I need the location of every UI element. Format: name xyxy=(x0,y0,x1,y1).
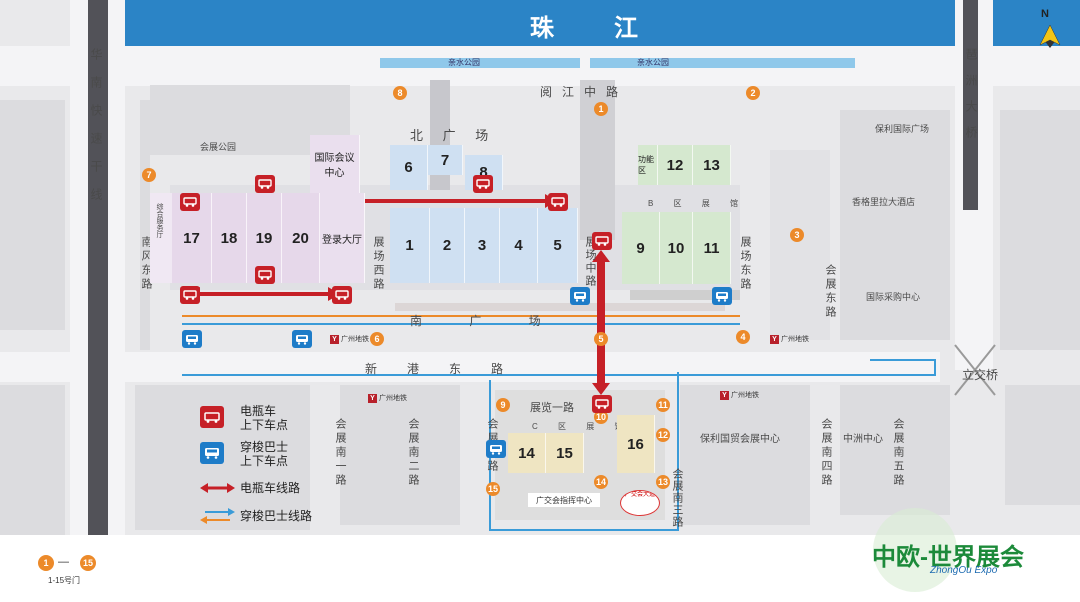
ev-stop-icon[interactable] xyxy=(255,175,275,193)
bus-stop-icon[interactable] xyxy=(182,330,202,348)
brand-logo-sub: ZhongOu Expo xyxy=(930,565,998,576)
legend-gate-from: 1 xyxy=(38,555,54,571)
b-zone-label: B 区 展 馆 xyxy=(648,199,748,208)
road-nanfeng: 南风东路 xyxy=(140,236,152,292)
canton-fair-badge: 广交会大道 xyxy=(620,490,660,516)
gate-11[interactable]: 11 xyxy=(656,398,670,412)
hall-1[interactable]: 1 xyxy=(390,208,430,283)
hall-20[interactable]: 20 xyxy=(282,193,320,283)
hall-9[interactable]: 9 xyxy=(622,212,660,284)
gate-2[interactable]: 2 xyxy=(746,86,760,100)
road-huizhan-east: 会展东路 xyxy=(824,264,836,320)
hall-14[interactable]: 14 xyxy=(508,433,546,473)
north-plaza: 北 广 场 xyxy=(410,128,497,143)
road-yuejiang: 阅江中路 xyxy=(540,85,629,99)
gate-6[interactable]: 6 xyxy=(370,332,384,346)
road-zhanchang-west: 展场西路 xyxy=(372,236,384,292)
road-huizhan-south3: 会展南三路 xyxy=(671,468,683,528)
hall-7[interactable]: 7 xyxy=(428,145,463,175)
c-zone-label: C 区 展 馆 xyxy=(532,422,632,431)
service-hall: 综合服务厅 xyxy=(150,193,172,283)
ev-stop-icon[interactable] xyxy=(548,193,568,211)
ev-stop-icon[interactable] xyxy=(592,395,612,413)
hall-10[interactable]: 10 xyxy=(660,212,693,284)
legend-bus-line-text: 穿梭巴士线路 xyxy=(240,509,313,523)
road-huizhan-south4: 会展南四路 xyxy=(820,418,832,488)
command-center: 广交会指挥中心 xyxy=(528,493,600,507)
road-huizhan-south2: 会展南二路 xyxy=(407,418,419,488)
ev-stop-icon[interactable] xyxy=(180,286,200,304)
road-xingang: 新港东路 xyxy=(365,362,534,376)
shangri-la-hotel: 香格里拉大酒店 xyxy=(852,197,916,207)
legend-ev-stop-text: 电瓶车 上下车点 xyxy=(240,404,289,432)
hall-2[interactable]: 2 xyxy=(430,208,465,283)
south-plaza: 南 广 场 xyxy=(410,314,563,328)
interchange-label: 立交桥 xyxy=(962,368,999,382)
hall-18[interactable]: 18 xyxy=(212,193,247,283)
legend-ev-stop-icon xyxy=(200,406,224,428)
gate-3[interactable]: 3 xyxy=(790,228,804,242)
hall-12[interactable]: 12 xyxy=(658,145,693,185)
hall-5[interactable]: 5 xyxy=(538,208,578,283)
gate-12[interactable]: 12 xyxy=(656,428,670,442)
gate-14[interactable]: 14 xyxy=(594,475,608,489)
legend-bus-stop-text: 穿梭巴士 上下车点 xyxy=(240,440,289,468)
gate-7[interactable]: 7 xyxy=(142,168,156,182)
gate-1[interactable]: 1 xyxy=(594,102,608,116)
gate-15[interactable]: 15 xyxy=(486,482,500,496)
hall-4[interactable]: 4 xyxy=(500,208,538,283)
ev-stop-icon[interactable] xyxy=(592,232,612,250)
road-huizhan-south1: 会展南一路 xyxy=(334,418,346,488)
ev-stop-icon[interactable] xyxy=(255,266,275,284)
legend-gate-dash: — xyxy=(58,556,69,568)
legend-gate-to: 15 xyxy=(80,555,96,571)
gate-9[interactable]: 9 xyxy=(496,398,510,412)
road-huanan: 华南快速干线 xyxy=(89,48,103,216)
hall-6[interactable]: 6 xyxy=(390,145,428,190)
legend-bus-stop-icon xyxy=(200,442,224,464)
compass-north: N xyxy=(1041,8,1049,20)
zhongzhou-center: 中洲中心 xyxy=(843,434,883,445)
hall-13[interactable]: 13 xyxy=(693,145,731,185)
road-zhanlan: 展览一路 xyxy=(530,402,574,414)
huizhan-park: 会展公园 xyxy=(200,142,237,152)
ev-stop-icon[interactable] xyxy=(180,193,200,211)
bus-stop-icon[interactable] xyxy=(292,330,312,348)
bus-stop-icon[interactable] xyxy=(570,287,590,305)
gate-5[interactable]: 5 xyxy=(594,332,608,346)
intl-conference-center[interactable]: 国际会议中心 xyxy=(310,135,360,193)
registration-hall[interactable]: 登录大厅 xyxy=(320,193,365,283)
ev-stop-icon[interactable] xyxy=(473,175,493,193)
gate-4[interactable]: 4 xyxy=(736,330,750,344)
brand-logo: 中欧-世界展会 xyxy=(872,544,1024,571)
hall-3[interactable]: 3 xyxy=(465,208,500,283)
bus-stop-icon[interactable] xyxy=(486,440,506,458)
function-area: 功能区 xyxy=(638,145,658,185)
bus-stop-icon[interactable] xyxy=(712,287,732,305)
road-zhanchang-east: 展场东路 xyxy=(739,236,751,292)
road-huizhan-south5: 会展南五路 xyxy=(892,418,904,488)
legend-gate-caption: 1-15号门 xyxy=(48,576,81,585)
gate-10[interactable]: 10 xyxy=(594,410,608,424)
park-right: 亲水公园 xyxy=(590,58,855,68)
intl-purchase-center: 国际采购中心 xyxy=(866,292,921,302)
river-name: 珠江 xyxy=(530,15,698,42)
road-pazhou: 琶洲大桥 xyxy=(964,48,978,152)
legend-ev-line-text: 电瓶车线路 xyxy=(240,481,301,495)
poly-expo-center: 保利国贸会展中心 xyxy=(700,434,780,445)
gate-8[interactable]: 8 xyxy=(393,86,407,100)
poly-intl-plaza: 保利国际广场 xyxy=(875,124,930,134)
hall-11[interactable]: 11 xyxy=(693,212,731,284)
ev-stop-icon[interactable] xyxy=(332,286,352,304)
hall-15[interactable]: 15 xyxy=(546,433,584,473)
hall-16[interactable]: 16 xyxy=(617,415,655,473)
gate-13[interactable]: 13 xyxy=(656,475,670,489)
park-left: 亲水公园 xyxy=(380,58,580,68)
